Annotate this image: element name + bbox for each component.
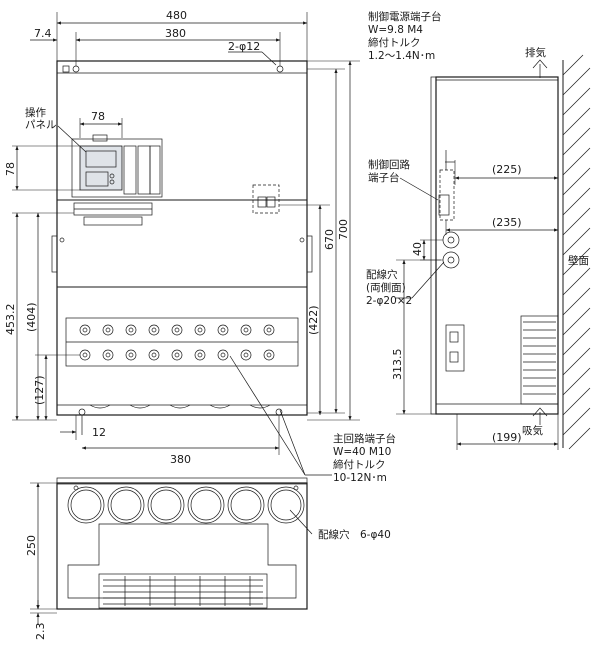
dim-380-top: 380 <box>165 27 186 40</box>
bottom-wiring-holes <box>67 486 305 524</box>
wiring-hole-side-label-1: 配線穴 <box>366 268 398 281</box>
control-circuit-label-2: 端子台 <box>368 171 400 184</box>
main-terminal-label-4: 10-12N･m <box>333 472 387 484</box>
main-terminal-label-3: 締付トルク <box>333 458 386 471</box>
exhaust-arrow-icon <box>532 59 548 78</box>
wiring-hole-side-label-2: (両側面) <box>366 281 406 294</box>
bottom-view <box>30 477 313 625</box>
dim-hole-2-phi12: 2-φ12 <box>228 40 260 53</box>
dim-7-4: 7.4 <box>34 27 52 40</box>
side-view <box>396 54 591 450</box>
dim-78-panel-height: 78 <box>4 162 17 176</box>
label-operation-panel-1: 操作 <box>25 106 46 119</box>
bottom-body <box>56 482 308 610</box>
front-view <box>51 60 313 435</box>
intake-label: 吸気 <box>522 424 543 437</box>
control-power-label-3: 締付トルク <box>368 36 421 49</box>
dim-453-2: 453.2 <box>4 304 17 336</box>
control-power-label-4: 1.2～1.4N･m <box>368 50 435 62</box>
main-terminal-label-2: W=40 M10 <box>333 446 391 458</box>
operation-panel-frame <box>71 138 163 198</box>
dim-2-3: 2.3 <box>34 623 47 641</box>
control-power-label-2: W=9.8 M4 <box>368 24 423 36</box>
dim-225: (225) <box>492 163 522 176</box>
operation-panel <box>79 145 123 191</box>
dim-78-panel-width: 78 <box>91 110 105 123</box>
dim-700: 700 <box>337 219 350 240</box>
dim-404: (404) <box>25 302 38 332</box>
dim-380-bottom: 380 <box>170 453 191 466</box>
dim-670: 670 <box>323 229 336 250</box>
main-terminal-label-1: 主回路端子台 <box>333 432 396 445</box>
dim-127: (127) <box>33 375 46 405</box>
dim-480: 480 <box>166 9 187 22</box>
dim-40: 40 <box>411 242 424 256</box>
side-body <box>435 76 559 415</box>
terminal-screws-top <box>79 324 275 336</box>
dim-12: 12 <box>92 426 106 439</box>
intake-arrow-icon <box>532 407 548 425</box>
wall-label: 壁面 <box>568 254 589 267</box>
front-dimensions <box>12 12 360 476</box>
dim-250: 250 <box>25 535 38 556</box>
dim-422: (422) <box>307 305 320 335</box>
control-power-label-1: 制御電源端子台 <box>368 10 442 23</box>
label-operation-panel-2: パネル <box>25 119 57 131</box>
dim-235: (235) <box>492 216 522 229</box>
bottom-wiring-hole-label: 配線穴 6-φ40 <box>318 528 391 541</box>
wiring-hole-side-label-3: 2-φ20×2 <box>366 295 412 307</box>
dim-313-5: 313.5 <box>391 349 404 381</box>
exhaust-label: 排気 <box>525 46 546 59</box>
control-circuit-label-1: 制御回路 <box>368 158 410 171</box>
dim-199: (199) <box>492 431 522 444</box>
terminal-screws-bottom <box>79 349 275 361</box>
wall-hatching <box>562 54 591 450</box>
